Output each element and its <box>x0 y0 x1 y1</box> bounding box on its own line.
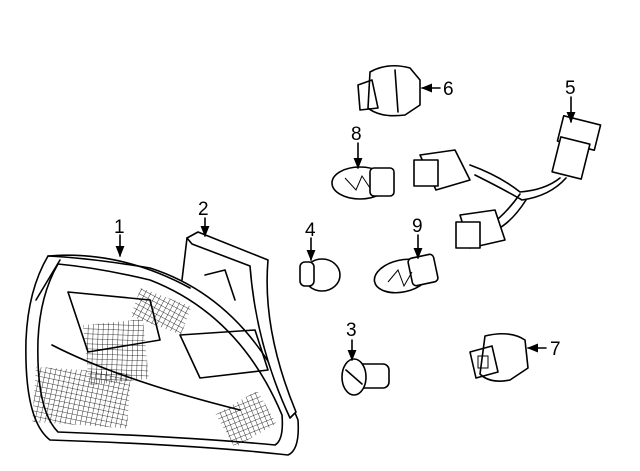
tail-lamp-assembly <box>25 254 300 456</box>
wire-harness <box>413 114 602 249</box>
socket-6 <box>357 64 421 117</box>
callout-5: 5 <box>565 78 576 99</box>
callout-9: 9 <box>412 216 423 237</box>
socket-4 <box>299 258 341 292</box>
socket-7 <box>469 332 529 382</box>
bulb-8 <box>331 166 395 200</box>
gasket <box>181 231 297 419</box>
callout-3: 3 <box>346 320 357 341</box>
callout-6: 6 <box>443 79 454 100</box>
bulb-9 <box>373 253 439 294</box>
callout-7: 7 <box>550 339 561 360</box>
callout-8: 8 <box>351 124 362 145</box>
callout-4: 4 <box>305 220 316 241</box>
socket-3 <box>341 358 390 396</box>
callout-1: 1 <box>114 217 125 238</box>
leader-arrows <box>115 83 576 362</box>
callout-2: 2 <box>198 199 209 220</box>
